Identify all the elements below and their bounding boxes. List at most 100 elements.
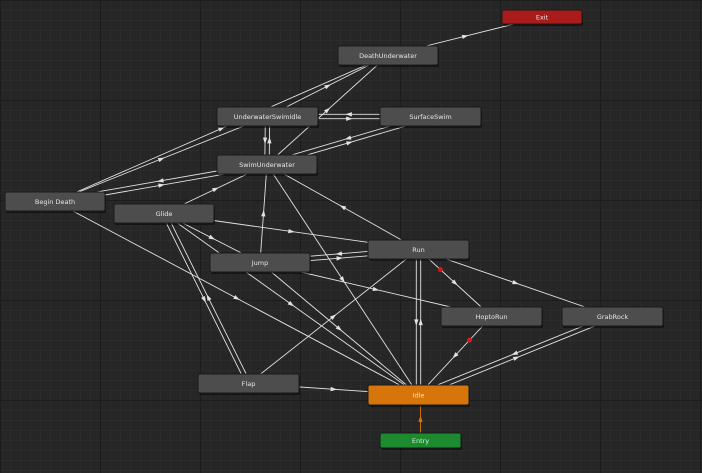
state-underwater-swim-idle[interactable]: UnderwaterSwimIdle — [216, 106, 319, 128]
transition-begin-death-to-death-underwater[interactable] — [54, 55, 389, 202]
transition-glide-to-idle[interactable] — [163, 213, 419, 396]
transition-jump-to-swim-underwater[interactable] — [259, 164, 268, 263]
transition-run-to-grab-rock[interactable] — [418, 249, 613, 317]
state-label: GrabRock — [597, 313, 629, 321]
transition-arrow — [287, 300, 295, 307]
transition-arrow — [206, 294, 212, 302]
state-label: SurfaceSwim — [409, 113, 451, 121]
transition-arrow — [512, 356, 520, 361]
state-box — [113, 203, 215, 224]
transition-arrow — [461, 34, 469, 40]
state-label: Run — [412, 246, 424, 254]
transition-arrow — [208, 234, 216, 240]
state-box — [367, 384, 470, 406]
state-box — [501, 9, 583, 25]
state-label: Idle — [413, 391, 425, 399]
state-label: SwimUnderwater — [239, 161, 295, 169]
transition-begin-death-to-underwater-swim-idle[interactable] — [54, 116, 268, 202]
state-box — [4, 191, 106, 212]
transition-arrow — [157, 157, 165, 163]
transition-arrow — [414, 319, 419, 326]
breakpoint-dot — [467, 337, 472, 343]
transition-arrow — [329, 314, 337, 320]
state-box — [379, 432, 462, 449]
transition-arrow — [512, 280, 519, 285]
transition-arrow — [335, 251, 343, 256]
transition-arrow — [336, 256, 344, 261]
state-label: Glide — [156, 210, 173, 218]
transition-arrow — [344, 135, 352, 140]
state-death-underwater[interactable]: DeathUnderwater — [337, 45, 439, 67]
transition-arrow — [261, 209, 266, 217]
transition-arrow — [345, 112, 352, 117]
transition-idle-to-grab-rock[interactable] — [419, 318, 614, 398]
state-jump[interactable]: Jump — [209, 252, 311, 274]
transition-arrow — [211, 187, 219, 193]
state-label: UnderwaterSwimIdle — [234, 113, 302, 121]
transition-arrow — [324, 84, 331, 90]
transition-idle-to-run[interactable] — [418, 249, 423, 396]
state-box — [216, 154, 318, 175]
transition-swim-underwater-to-idle[interactable] — [266, 164, 419, 396]
transition-grab-rock-to-idle[interactable] — [417, 314, 612, 394]
transition-run-to-swim-underwater[interactable] — [266, 164, 419, 250]
transition-arrow — [346, 116, 353, 121]
state-hop-to-run[interactable]: HoptoRun — [440, 306, 543, 328]
state-exit[interactable]: Exit — [501, 9, 583, 26]
state-box — [337, 45, 439, 66]
state-box — [440, 306, 543, 327]
state-flap[interactable]: Flap — [197, 373, 300, 395]
transition-arrow — [452, 352, 459, 359]
state-label: Flap — [242, 380, 256, 388]
transition-arrow — [267, 136, 272, 144]
state-surface-swim[interactable]: SurfaceSwim — [379, 106, 482, 128]
transition-arrow — [372, 286, 380, 291]
transition-arrow — [451, 279, 458, 286]
state-box — [367, 239, 470, 260]
state-idle[interactable]: Idle — [367, 384, 470, 407]
state-glide[interactable]: Glide — [113, 203, 215, 225]
transition-arrow — [335, 325, 343, 332]
transition-hop-to-run-to-idle[interactable] — [418, 316, 492, 396]
transition-glide-to-flap[interactable] — [161, 214, 247, 385]
transition-arrow — [345, 141, 353, 146]
transition-arrow — [330, 386, 338, 392]
state-label: HoptoRun — [476, 313, 508, 321]
state-grab-rock[interactable]: GrabRock — [561, 306, 664, 328]
state-label: Jump — [251, 259, 269, 267]
transition-swim-underwater-to-death-underwater[interactable] — [266, 55, 389, 165]
state-label: DeathUnderwater — [359, 52, 417, 60]
state-box — [379, 106, 482, 127]
state-entry[interactable]: Entry — [379, 432, 462, 450]
transition-arrow — [339, 205, 347, 211]
transition-arrow — [323, 107, 331, 114]
transition-arrow — [262, 137, 268, 145]
state-swim-underwater[interactable]: SwimUnderwater — [216, 154, 318, 176]
transition-arrow — [158, 183, 165, 188]
state-box — [197, 373, 300, 394]
transition-arrow — [157, 178, 164, 183]
transition-arrow — [511, 350, 519, 356]
transition-arrow — [217, 127, 225, 132]
state-label: Entry — [412, 437, 429, 445]
transition-arrow — [201, 295, 206, 303]
transition-flap-to-glide[interactable] — [165, 212, 251, 383]
breakpoint-dot — [438, 267, 443, 272]
state-box — [209, 252, 311, 273]
transition-entry-to-idle[interactable] — [418, 405, 423, 433]
state-box — [561, 306, 664, 327]
state-begin-death[interactable]: Begin Death — [4, 191, 106, 213]
transition-jump-to-idle[interactable] — [259, 262, 419, 396]
transition-run-to-idle[interactable] — [414, 249, 419, 396]
transition-run-to-hop-to-run[interactable] — [418, 249, 492, 317]
state-box — [216, 106, 319, 127]
transition-arrow — [418, 318, 423, 326]
transition-flap-to-run[interactable] — [248, 249, 419, 384]
transition-underwater-swim-idle-to-death-underwater[interactable] — [267, 55, 389, 117]
transition-arrow — [288, 228, 295, 234]
state-run[interactable]: Run — [367, 239, 470, 261]
transition-begin-death-to-idle[interactable] — [54, 201, 419, 396]
transition-arrow — [233, 294, 240, 300]
